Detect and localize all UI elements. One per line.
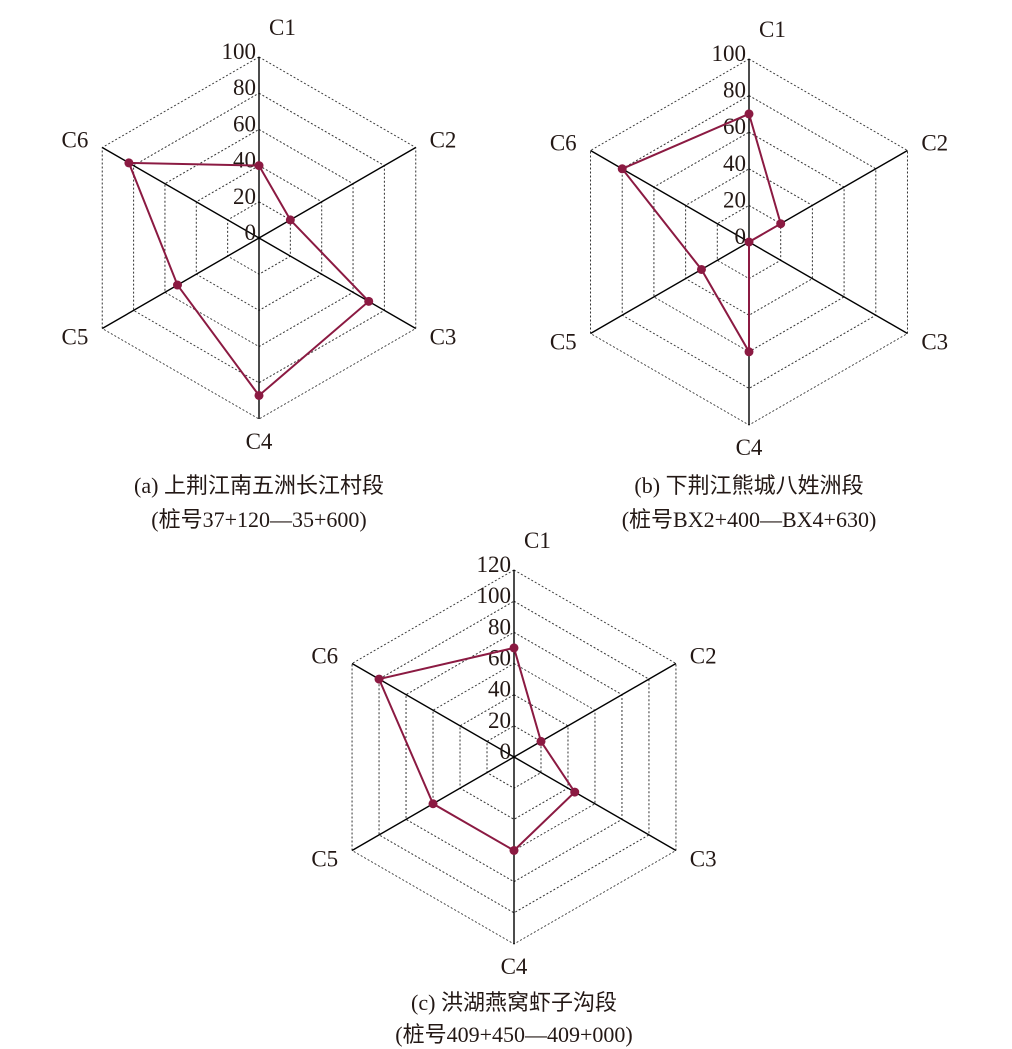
chart-b-category-label: C2: [921, 131, 948, 156]
chart-c-category-label: C5: [311, 847, 338, 872]
chart-b-axis-c5: [590, 241, 750, 335]
chart-b-axis-c3: [748, 241, 908, 335]
chart-a-data-point: [124, 158, 134, 168]
chart-a-data-point: [172, 280, 182, 290]
chart-a-tick-label: 0: [245, 220, 257, 245]
chart-a-tick-label: 40: [233, 148, 256, 173]
chart-c-category-label: C3: [690, 847, 717, 872]
chart-b-category-label: C6: [550, 131, 577, 156]
chart-b-tick-label: 40: [723, 151, 746, 176]
chart-b-category-label: C1: [759, 17, 786, 42]
chart-a-category-label: C1: [269, 15, 296, 40]
chart-a-tick-label: 100: [222, 39, 257, 64]
chart-a-tick-label: 60: [233, 111, 256, 136]
chart-b-tick-label: 0: [735, 224, 747, 249]
chart-a-data-point: [254, 390, 264, 400]
chart-b-category-label: C3: [921, 330, 948, 355]
chart-c-tick-label: 20: [488, 708, 511, 733]
chart-c-category-label: C4: [501, 954, 528, 979]
chart-c-data-point: [509, 846, 519, 855]
chart-a-category-label: C4: [246, 429, 273, 454]
chart-a-title: (a) 上荆江南五洲长江村段: [134, 473, 384, 498]
chart-a-category-label: C2: [430, 128, 457, 153]
chart-b-tick-label: 100: [712, 41, 747, 66]
chart-c-tick-label: 100: [477, 583, 512, 608]
chart-b-tick-label: 60: [723, 114, 746, 139]
chart-b-data-point: [744, 347, 754, 357]
chart-c-data-point: [374, 674, 384, 684]
chart-a-data-point: [364, 296, 374, 306]
chart-b-data-point: [696, 264, 706, 274]
chart-c-tick-label: 120: [477, 552, 512, 577]
chart-c-category-label: C1: [524, 528, 551, 553]
chart-c-tick-label: 80: [488, 614, 511, 639]
chart-a-tick-label: 20: [233, 184, 256, 209]
chart-b-data-point: [744, 109, 754, 119]
chart-c-tick-label: 40: [488, 677, 511, 702]
chart-b-category-label: C5: [550, 330, 577, 355]
chart-a-axis-c2: [258, 146, 417, 239]
chart-b-data-point: [744, 237, 754, 247]
chart-a-data-point: [254, 161, 264, 171]
chart-b-tick-label: 20: [723, 187, 746, 212]
chart-a-category-label: C5: [62, 325, 89, 350]
chart-a-data-point: [285, 215, 295, 225]
chart-c-subtitle: (桩号409+450—409+000): [395, 1022, 633, 1047]
chart-c-tick-label: 0: [500, 739, 512, 764]
chart-a-subtitle: (桩号37+120—35+600): [151, 507, 367, 532]
chart-c-category-label: C6: [311, 644, 338, 669]
chart-b-subtitle: (桩号BX2+400—BX4+630): [621, 507, 877, 532]
chart-b-tick-label: 80: [723, 78, 746, 103]
chart-c-data-point: [536, 736, 546, 746]
chart-b-category-label: C4: [736, 435, 763, 460]
chart-b-series-line: [620, 112, 782, 356]
chart-c-series-line: [377, 646, 577, 852]
chart-c-title: (c) 洪湖燕窝虾子沟段: [411, 990, 617, 1015]
chart-c-category-label: C2: [690, 644, 717, 669]
chart-a-tick-label: 80: [233, 75, 256, 100]
chart-c-axis-c3: [513, 756, 677, 852]
chart-c-data-point: [570, 787, 580, 797]
chart-b-title: (b) 下荆江熊城八姓洲段: [634, 473, 864, 498]
chart-a-category-label: C3: [430, 325, 457, 350]
chart-b-data-point: [617, 164, 627, 174]
chart-b-axis-c6: [590, 149, 750, 243]
chart-c-data-point: [428, 799, 438, 809]
chart-b-data-point: [776, 219, 786, 229]
chart-a-axis-c3: [258, 237, 417, 330]
chart-c-data-point: [509, 643, 519, 653]
chart-a-category-label: C6: [62, 128, 89, 153]
